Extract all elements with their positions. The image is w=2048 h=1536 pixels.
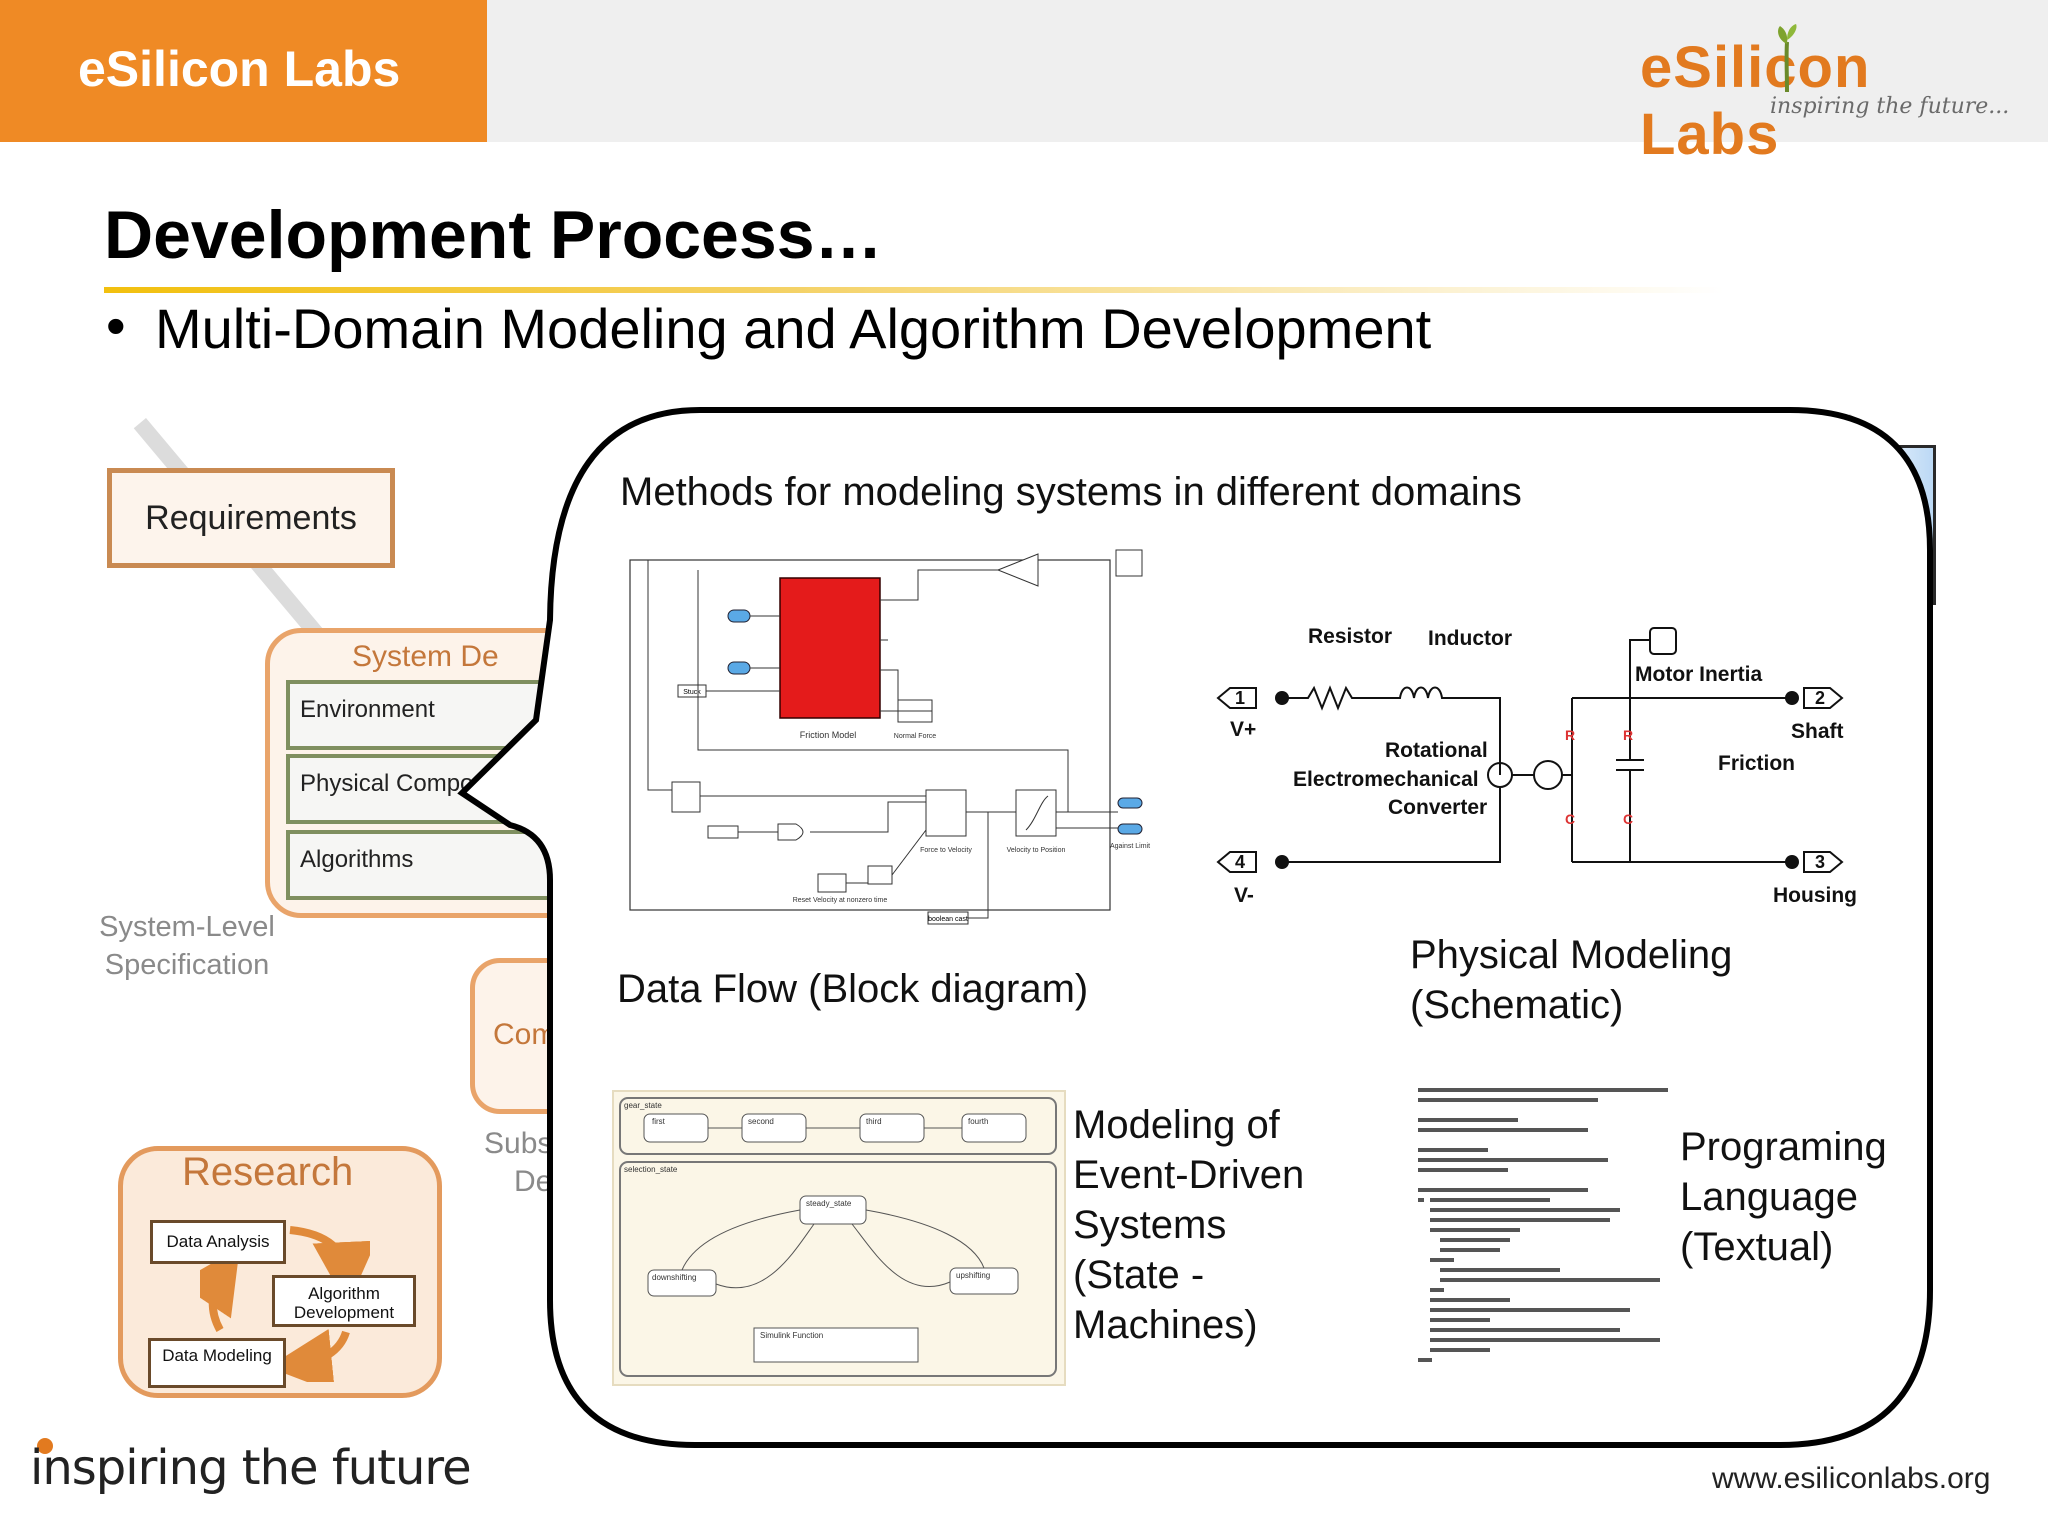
event-driven-label: Modeling of Event-Driven Systems (State … — [1073, 1100, 1304, 1350]
bullet-dot: • — [106, 294, 126, 357]
port-3: 3 — [1815, 852, 1825, 872]
research-title: Research — [182, 1150, 354, 1194]
dataflow-label: Data Flow (Block diagram) — [617, 967, 1089, 1011]
block-diagram: Friction Model Stuck Normal Force Force … — [629, 549, 1150, 925]
programming-line1: Programing — [1680, 1125, 1887, 1169]
slide-title: Development Process… — [104, 197, 883, 273]
selection-state-label: selection_state — [624, 1165, 678, 1174]
footer-url[interactable]: www.esiliconlabs.org — [1712, 1462, 1991, 1495]
subsystem-label-line2: De — [514, 1165, 553, 1198]
programming-language-label: Programing Language (Textual) — [1680, 1122, 1887, 1272]
algorithm-development-box: Algorithm Development — [272, 1275, 416, 1327]
event-driven-line1: Modeling of — [1073, 1103, 1280, 1147]
shaft-label: Shaft — [1791, 720, 1844, 743]
event-driven-line5: Machines) — [1073, 1303, 1258, 1347]
physical-modeling-line1: Physical Modeling — [1410, 933, 1733, 977]
component-title: Com — [493, 1018, 557, 1051]
svg-text:R: R — [1623, 727, 1633, 743]
stuck-goto-label: Stuck — [683, 689, 701, 696]
brand-banner — [0, 0, 487, 142]
vminus-label: V- — [1234, 884, 1254, 907]
state-fourth: fourth — [968, 1117, 988, 1126]
state-downshifting: downshifting — [652, 1273, 696, 1282]
converter-label: Converter — [1388, 796, 1487, 819]
port-2: 2 — [1815, 688, 1825, 708]
port-4: 4 — [1235, 852, 1245, 872]
event-driven-line4: (State - — [1073, 1253, 1205, 1297]
callout-heading: Methods for modeling systems in differen… — [620, 470, 1522, 514]
sprout-icon — [1778, 24, 1797, 92]
footer-logo-dot-icon — [37, 1438, 53, 1454]
data-modeling-box: Data Modeling — [148, 1338, 286, 1388]
motor-inertia-label: Motor Inertia — [1635, 663, 1762, 686]
code-listing-thumbnail — [1418, 1088, 1668, 1362]
resistor-label: Resistor — [1308, 625, 1392, 648]
physical-modeling-label: Physical Modeling (Schematic) — [1410, 930, 1732, 1030]
brand-name: eSilicon Labs — [78, 41, 401, 97]
programming-line3: (Textual) — [1680, 1225, 1834, 1269]
port-1: 1 — [1235, 688, 1245, 708]
vplus-label: V+ — [1230, 718, 1256, 741]
physical-schematic: Resistor Inductor Motor Inertia Rotation… — [1216, 625, 1857, 907]
velocity-to-position-label: Velocity to Position — [1007, 847, 1066, 854]
state-first: first — [652, 1117, 666, 1126]
friction-label: Friction — [1718, 752, 1795, 775]
physical-modeling-line2: (Schematic) — [1410, 983, 1624, 1027]
logo-tagline: inspiring the future... — [1770, 94, 2010, 119]
normal-force-label: Normal Force — [894, 733, 937, 740]
state-second: second — [748, 1117, 774, 1126]
data-analysis-box: Data Analysis — [150, 1220, 286, 1264]
subsystem-label-line1: Subs — [484, 1127, 553, 1160]
system-design-title: System De — [352, 640, 499, 673]
programming-line2: Language — [1680, 1175, 1858, 1219]
electromechanical-label: Electromechanical — [1293, 768, 1479, 791]
housing-label: Housing — [1773, 884, 1857, 907]
inductor-label: Inductor — [1428, 627, 1512, 650]
title-underline — [104, 287, 1724, 293]
system-level-spec-label: System-Level Specification — [99, 911, 275, 981]
boolean-cast-label: boolean cast — [928, 916, 968, 923]
research-cycle-arrows-icon — [200, 1226, 370, 1382]
simulink-function-label: Simulink Function — [760, 1331, 823, 1340]
state-steady: steady_state — [806, 1199, 852, 1208]
bullet-text: Multi-Domain Modeling and Algorithm Deve… — [155, 297, 1432, 360]
svg-text:R: R — [1565, 727, 1575, 743]
logo-text: eSilicon Labs — [1640, 35, 1871, 167]
gear-state-label: gear_state — [624, 1101, 662, 1110]
subsystem-label: Subs De — [484, 1125, 552, 1201]
event-driven-line2: Event-Driven — [1073, 1153, 1305, 1197]
svg-text:C: C — [1565, 811, 1575, 827]
requirements-box: Requirements — [107, 468, 395, 568]
friction-model-label: Friction Model — [800, 730, 857, 740]
company-logo: eSilicon Labs inspiring the future... — [1640, 22, 2020, 167]
against-limit-label: Against Limit — [1110, 843, 1150, 850]
state-third: third — [866, 1117, 882, 1126]
rotational-label: Rotational — [1385, 739, 1488, 762]
state-machine-diagram: gear_state first second third fourth sel… — [612, 1090, 1066, 1386]
svg-text:C: C — [1623, 811, 1633, 827]
event-driven-line3: Systems — [1073, 1203, 1227, 1247]
reset-velocity-label: Reset Velocity at nonzero time — [793, 897, 888, 904]
force-to-velocity-label: Force to Velocity — [920, 847, 972, 854]
state-upshifting: upshifting — [956, 1271, 990, 1280]
footer-tagline: inspiring the future — [30, 1440, 472, 1496]
